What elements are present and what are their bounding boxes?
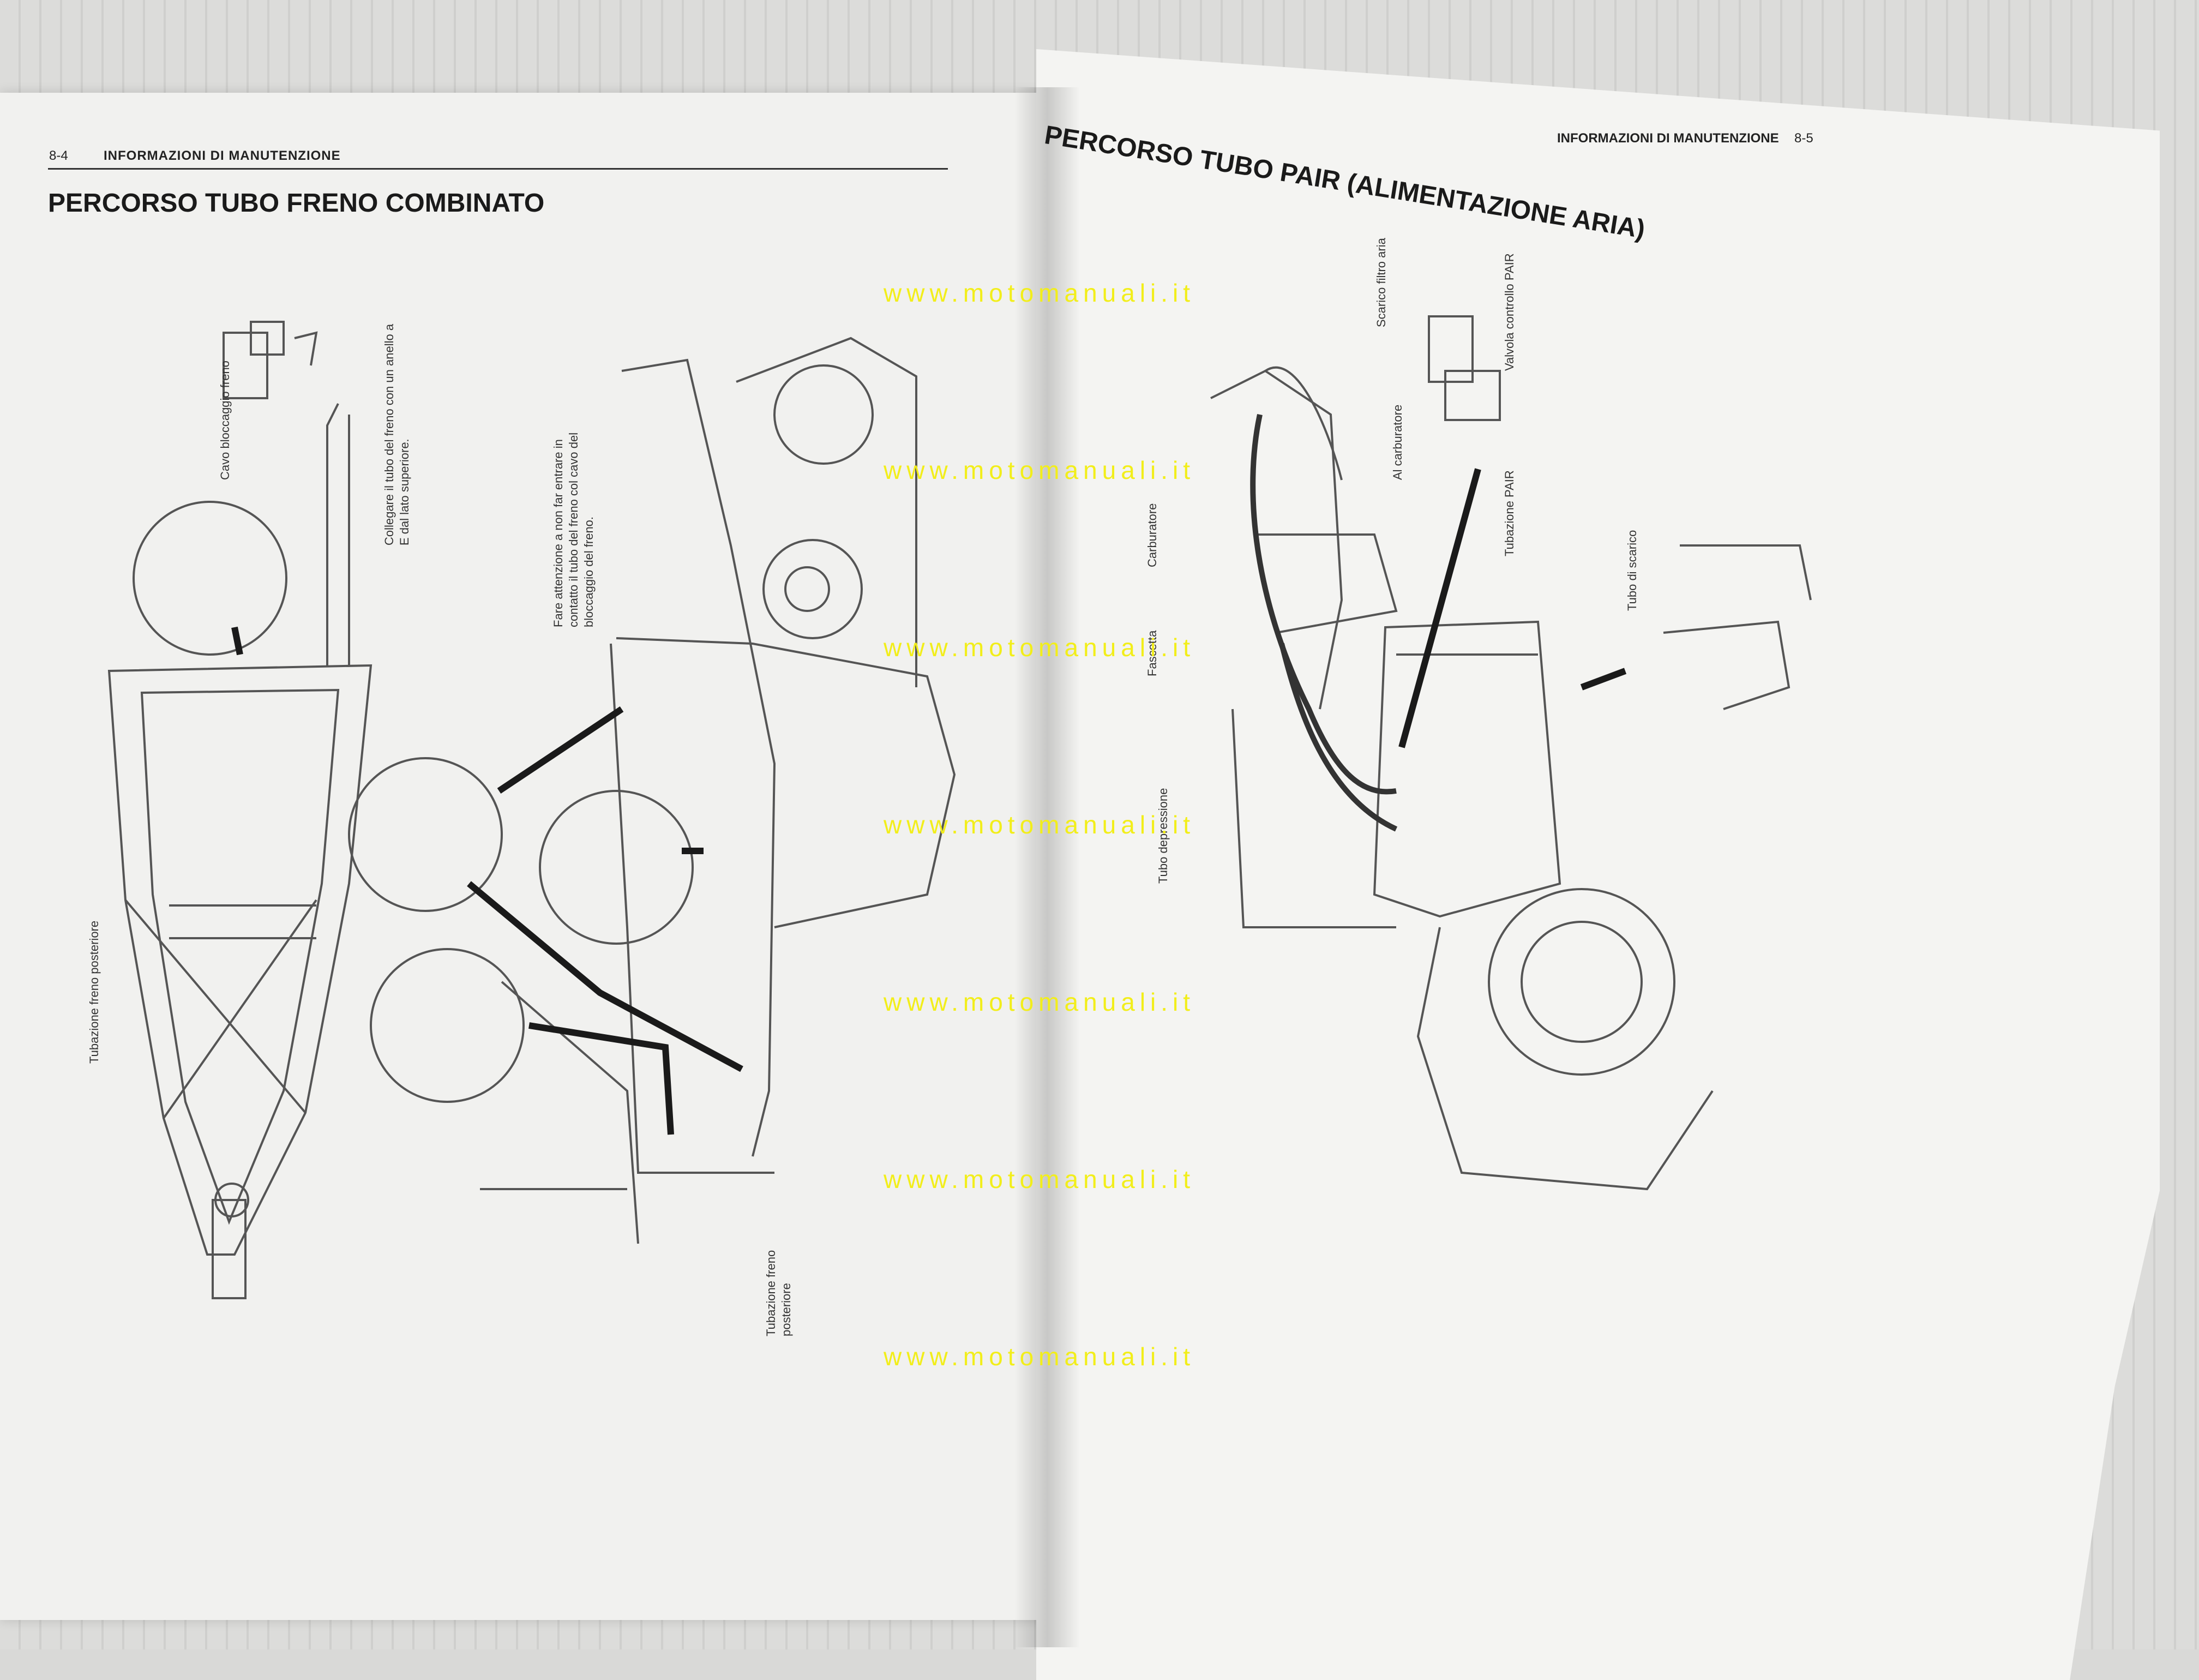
- detail-circle-1: [133, 501, 287, 656]
- watermark: www.motomanuali.it: [884, 1165, 1195, 1193]
- right-page-header: INFORMAZIONI DI MANUTENZIONE: [1557, 131, 1779, 146]
- watermark: www.motomanuali.it: [884, 456, 1195, 484]
- watermark: www.motomanuali.it: [884, 811, 1195, 839]
- left-page-title: PERCORSO TUBO FRENO COMBINATO: [48, 189, 545, 218]
- vacuum-pipe-line: [1279, 643, 1398, 832]
- label-carburetor: Carburatore: [1145, 503, 1159, 567]
- label-rear-brake-pipe-left: Tubazione freno posteriore: [87, 920, 101, 1064]
- right-page: [1036, 49, 2160, 1680]
- callout-arrow-1: [497, 706, 624, 794]
- detail-circle-2: [348, 757, 503, 912]
- callout-arrow-5: [1398, 468, 1481, 748]
- callout-arrow-3: [467, 881, 743, 1072]
- left-page: [0, 93, 1053, 1620]
- left-page-number: 8-4: [49, 148, 68, 163]
- pair-pipe-line: [1250, 413, 1397, 795]
- label-exhaust-pipe: Tubo di scarico: [1625, 530, 1639, 611]
- detail-circle-3: [539, 790, 694, 945]
- right-page-number: 8-5: [1794, 131, 1813, 146]
- book-spine-shadow: [1014, 87, 1080, 1647]
- detail-circle-4: [370, 948, 525, 1103]
- engine-drawing: [1210, 315, 1812, 1191]
- label-caution: Fare attenzione a non far entrare in con…: [551, 432, 596, 627]
- watermark: www.motomanuali.it: [884, 633, 1195, 662]
- watermark: www.motomanuali.it: [884, 279, 1195, 307]
- label-connect-hose: Collegare il tubo del freno con un anell…: [382, 323, 411, 545]
- watermark: www.motomanuali.it: [884, 988, 1195, 1016]
- callout-arrow-4: [528, 1022, 674, 1135]
- frame-side-view: [480, 337, 956, 1244]
- header-rule: [48, 168, 948, 170]
- label-to-carburetor: Al carburatore: [1391, 404, 1404, 480]
- frame-top-view: [107, 403, 372, 1299]
- watermark: www.motomanuali.it: [884, 1342, 1195, 1371]
- label-pair-pipe: Tubazione PAIR: [1503, 470, 1516, 556]
- label-air-filter-drain: Scarico filtro aria: [1374, 238, 1388, 327]
- brake-lock-part: [223, 321, 318, 399]
- label-pair-valve: Valvola controllo PAIR: [1503, 253, 1516, 371]
- label-brake-lock-cable: Cavo bloccaggio freno: [218, 361, 232, 480]
- callout-arrow-7: [231, 626, 243, 656]
- callout-arrow-6: [1580, 668, 1627, 691]
- label-rear-brake-pipe-bottom: Tubazione freno posteriore: [764, 1250, 793, 1336]
- left-page-header: INFORMAZIONI DI MANUTENZIONE: [104, 148, 341, 163]
